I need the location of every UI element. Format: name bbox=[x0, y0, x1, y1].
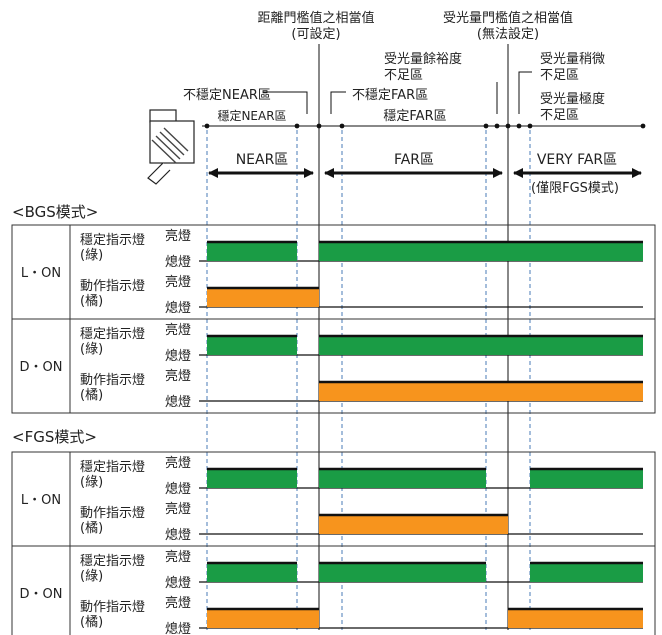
operation-indicator-name: 動作指示燈 bbox=[80, 279, 145, 294]
off-state-label: 熄燈 bbox=[165, 528, 191, 543]
zone-far-label: FAR區 bbox=[394, 152, 434, 168]
operation-indicator-color: (橘) bbox=[80, 387, 103, 403]
margin-short-label-line2: 不足區 bbox=[384, 68, 423, 83]
stable-indicator-name: 穩定指示燈 bbox=[80, 460, 145, 475]
on-state-label: 亮燈 bbox=[165, 228, 191, 244]
off-state-label: 熄燈 bbox=[165, 349, 191, 364]
operation-indicator-color: (橘) bbox=[80, 614, 103, 630]
on-state-label: 亮燈 bbox=[165, 549, 191, 565]
stable-on-segment bbox=[207, 469, 297, 488]
scale-tick-dot bbox=[294, 123, 300, 129]
on-state-label: 亮燈 bbox=[165, 274, 191, 290]
stable-indicator-color: (綠) bbox=[80, 569, 103, 584]
output-mode-label: D・ON bbox=[20, 587, 63, 602]
distance-threshold-label-line2: (可設定) bbox=[291, 26, 340, 42]
scale-tick-dot bbox=[204, 123, 210, 129]
operation-indicator-color: (橘) bbox=[80, 293, 103, 309]
operation-indicator-name: 動作指示燈 bbox=[80, 373, 145, 388]
stable-indicator-name: 穩定指示燈 bbox=[80, 327, 145, 342]
off-state-label: 熄燈 bbox=[165, 482, 191, 497]
distance-threshold-label-line1: 距離門檻值之相當值 bbox=[257, 10, 374, 26]
slight-short-label-line1: 受光量稍微 bbox=[540, 52, 605, 67]
off-state-label: 熄燈 bbox=[165, 576, 191, 591]
zone-very-far-label: VERY FAR區 bbox=[537, 152, 617, 168]
stable-on-segment bbox=[207, 336, 297, 355]
slight-short-label-line2: 不足區 bbox=[540, 68, 579, 83]
on-state-label: 亮燈 bbox=[165, 368, 191, 384]
stable-on-segment bbox=[530, 469, 643, 488]
operation-on-segment bbox=[319, 382, 643, 401]
stable-on-segment bbox=[207, 563, 297, 582]
operation-indicator-name: 動作指示燈 bbox=[80, 506, 145, 521]
stable-on-segment bbox=[319, 336, 643, 355]
operation-indicator-name: 動作指示燈 bbox=[80, 600, 145, 615]
stable-on-segment bbox=[319, 242, 643, 261]
unstable-near-label: 不穩定NEAR區 bbox=[183, 88, 271, 103]
stable-indicator-color: (綠) bbox=[80, 342, 103, 357]
extreme-short-label-line1: 受光量極度 bbox=[540, 91, 605, 107]
zone-very-far-note: (僅限FGS模式) bbox=[531, 181, 619, 196]
scale-tick-dot bbox=[483, 123, 489, 129]
bgs-mode-title: <BGS模式> bbox=[12, 203, 98, 221]
stable-indicator-name: 穩定指示燈 bbox=[80, 554, 145, 569]
scale-tick-dot bbox=[640, 123, 646, 129]
scale-tick-dot bbox=[516, 123, 522, 129]
scale-tick-dot bbox=[339, 123, 345, 129]
on-state-label: 亮燈 bbox=[165, 322, 191, 338]
off-state-label: 熄燈 bbox=[165, 255, 191, 270]
on-state-label: 亮燈 bbox=[165, 501, 191, 517]
operation-on-segment bbox=[207, 288, 319, 307]
operation-on-segment bbox=[319, 515, 508, 534]
zone-near-label: NEAR區 bbox=[236, 152, 289, 168]
stable-on-segment bbox=[530, 563, 643, 582]
sensor-icon bbox=[147, 109, 195, 185]
stable-indicator-color: (綠) bbox=[80, 475, 103, 490]
unstable-far-label: 不穩定FAR區 bbox=[352, 88, 428, 103]
stable-on-segment bbox=[319, 469, 486, 488]
stable-near-label: 穩定NEAR區 bbox=[217, 108, 286, 123]
stable-indicator-name: 穩定指示燈 bbox=[80, 233, 145, 248]
stable-far-label: 穩定FAR區 bbox=[383, 109, 446, 124]
operation-on-segment bbox=[207, 609, 319, 628]
output-mode-label: L・ON bbox=[21, 493, 61, 508]
output-mode-label: L・ON bbox=[21, 266, 61, 281]
extreme-short-label-line2: 不足區 bbox=[540, 108, 579, 123]
operation-on-segment bbox=[508, 609, 643, 628]
scale-tick-dot bbox=[527, 123, 533, 129]
margin-short-label-line1: 受光量餘裕度 bbox=[384, 51, 462, 67]
light-threshold-label-line1: 受光量門檻值之相當值 bbox=[443, 10, 573, 26]
on-state-label: 亮燈 bbox=[165, 455, 191, 471]
scale-tick-dot bbox=[494, 123, 500, 129]
light-threshold-label-line2: (無法設定) bbox=[477, 26, 539, 42]
off-state-label: 熄燈 bbox=[165, 622, 191, 635]
operation-indicator-color: (橘) bbox=[80, 520, 103, 536]
stable-on-segment bbox=[319, 563, 486, 582]
stable-indicator-color: (綠) bbox=[80, 248, 103, 263]
off-state-label: 熄燈 bbox=[165, 301, 191, 316]
stable-on-segment bbox=[207, 242, 297, 261]
fgs-mode-title: <FGS模式> bbox=[12, 428, 97, 446]
output-mode-label: D・ON bbox=[20, 360, 63, 375]
off-state-label: 熄燈 bbox=[165, 395, 191, 410]
on-state-label: 亮燈 bbox=[165, 595, 191, 611]
